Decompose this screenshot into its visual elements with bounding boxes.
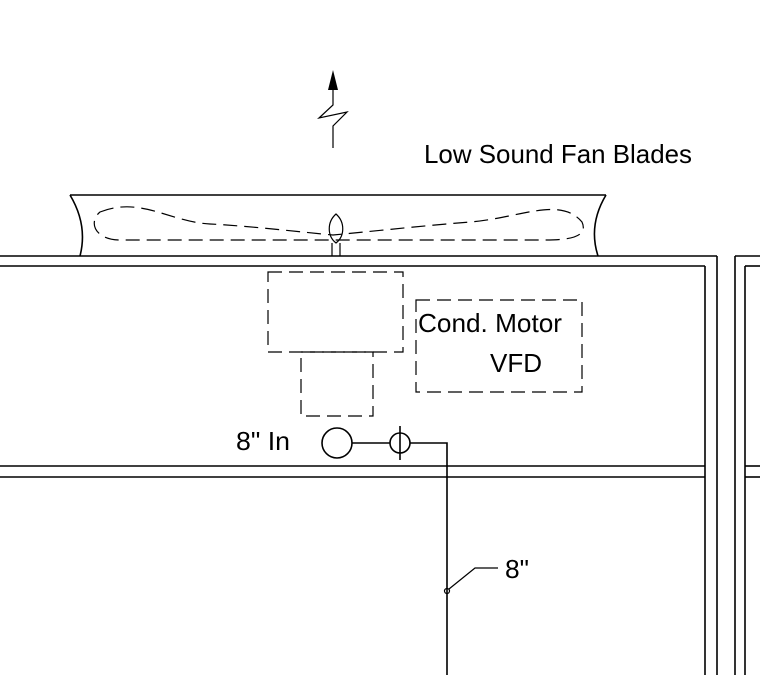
inlet-label: 8" In — [236, 426, 290, 456]
pipe-size-callout — [443, 567, 498, 595]
pipe-size-label: 8" — [505, 554, 529, 584]
fan-blades-label: Low Sound Fan Blades — [424, 139, 692, 169]
motor-vfd-label-line2: VFD — [490, 348, 542, 378]
airflow-arrow — [316, 70, 349, 148]
motor-vfd-label-line1: Cond. Motor — [418, 308, 562, 338]
motor-base-hidden — [300, 351, 374, 417]
vfd-box — [415, 299, 583, 393]
fan-housing — [69, 194, 607, 257]
fan-blade-outline — [93, 206, 584, 241]
fan-hub — [328, 213, 344, 244]
fan-motor-hidden — [267, 271, 404, 353]
unit-casing — [0, 255, 760, 675]
inlet-pipe-symbol — [321, 427, 353, 459]
supply-pipe — [410, 442, 448, 675]
